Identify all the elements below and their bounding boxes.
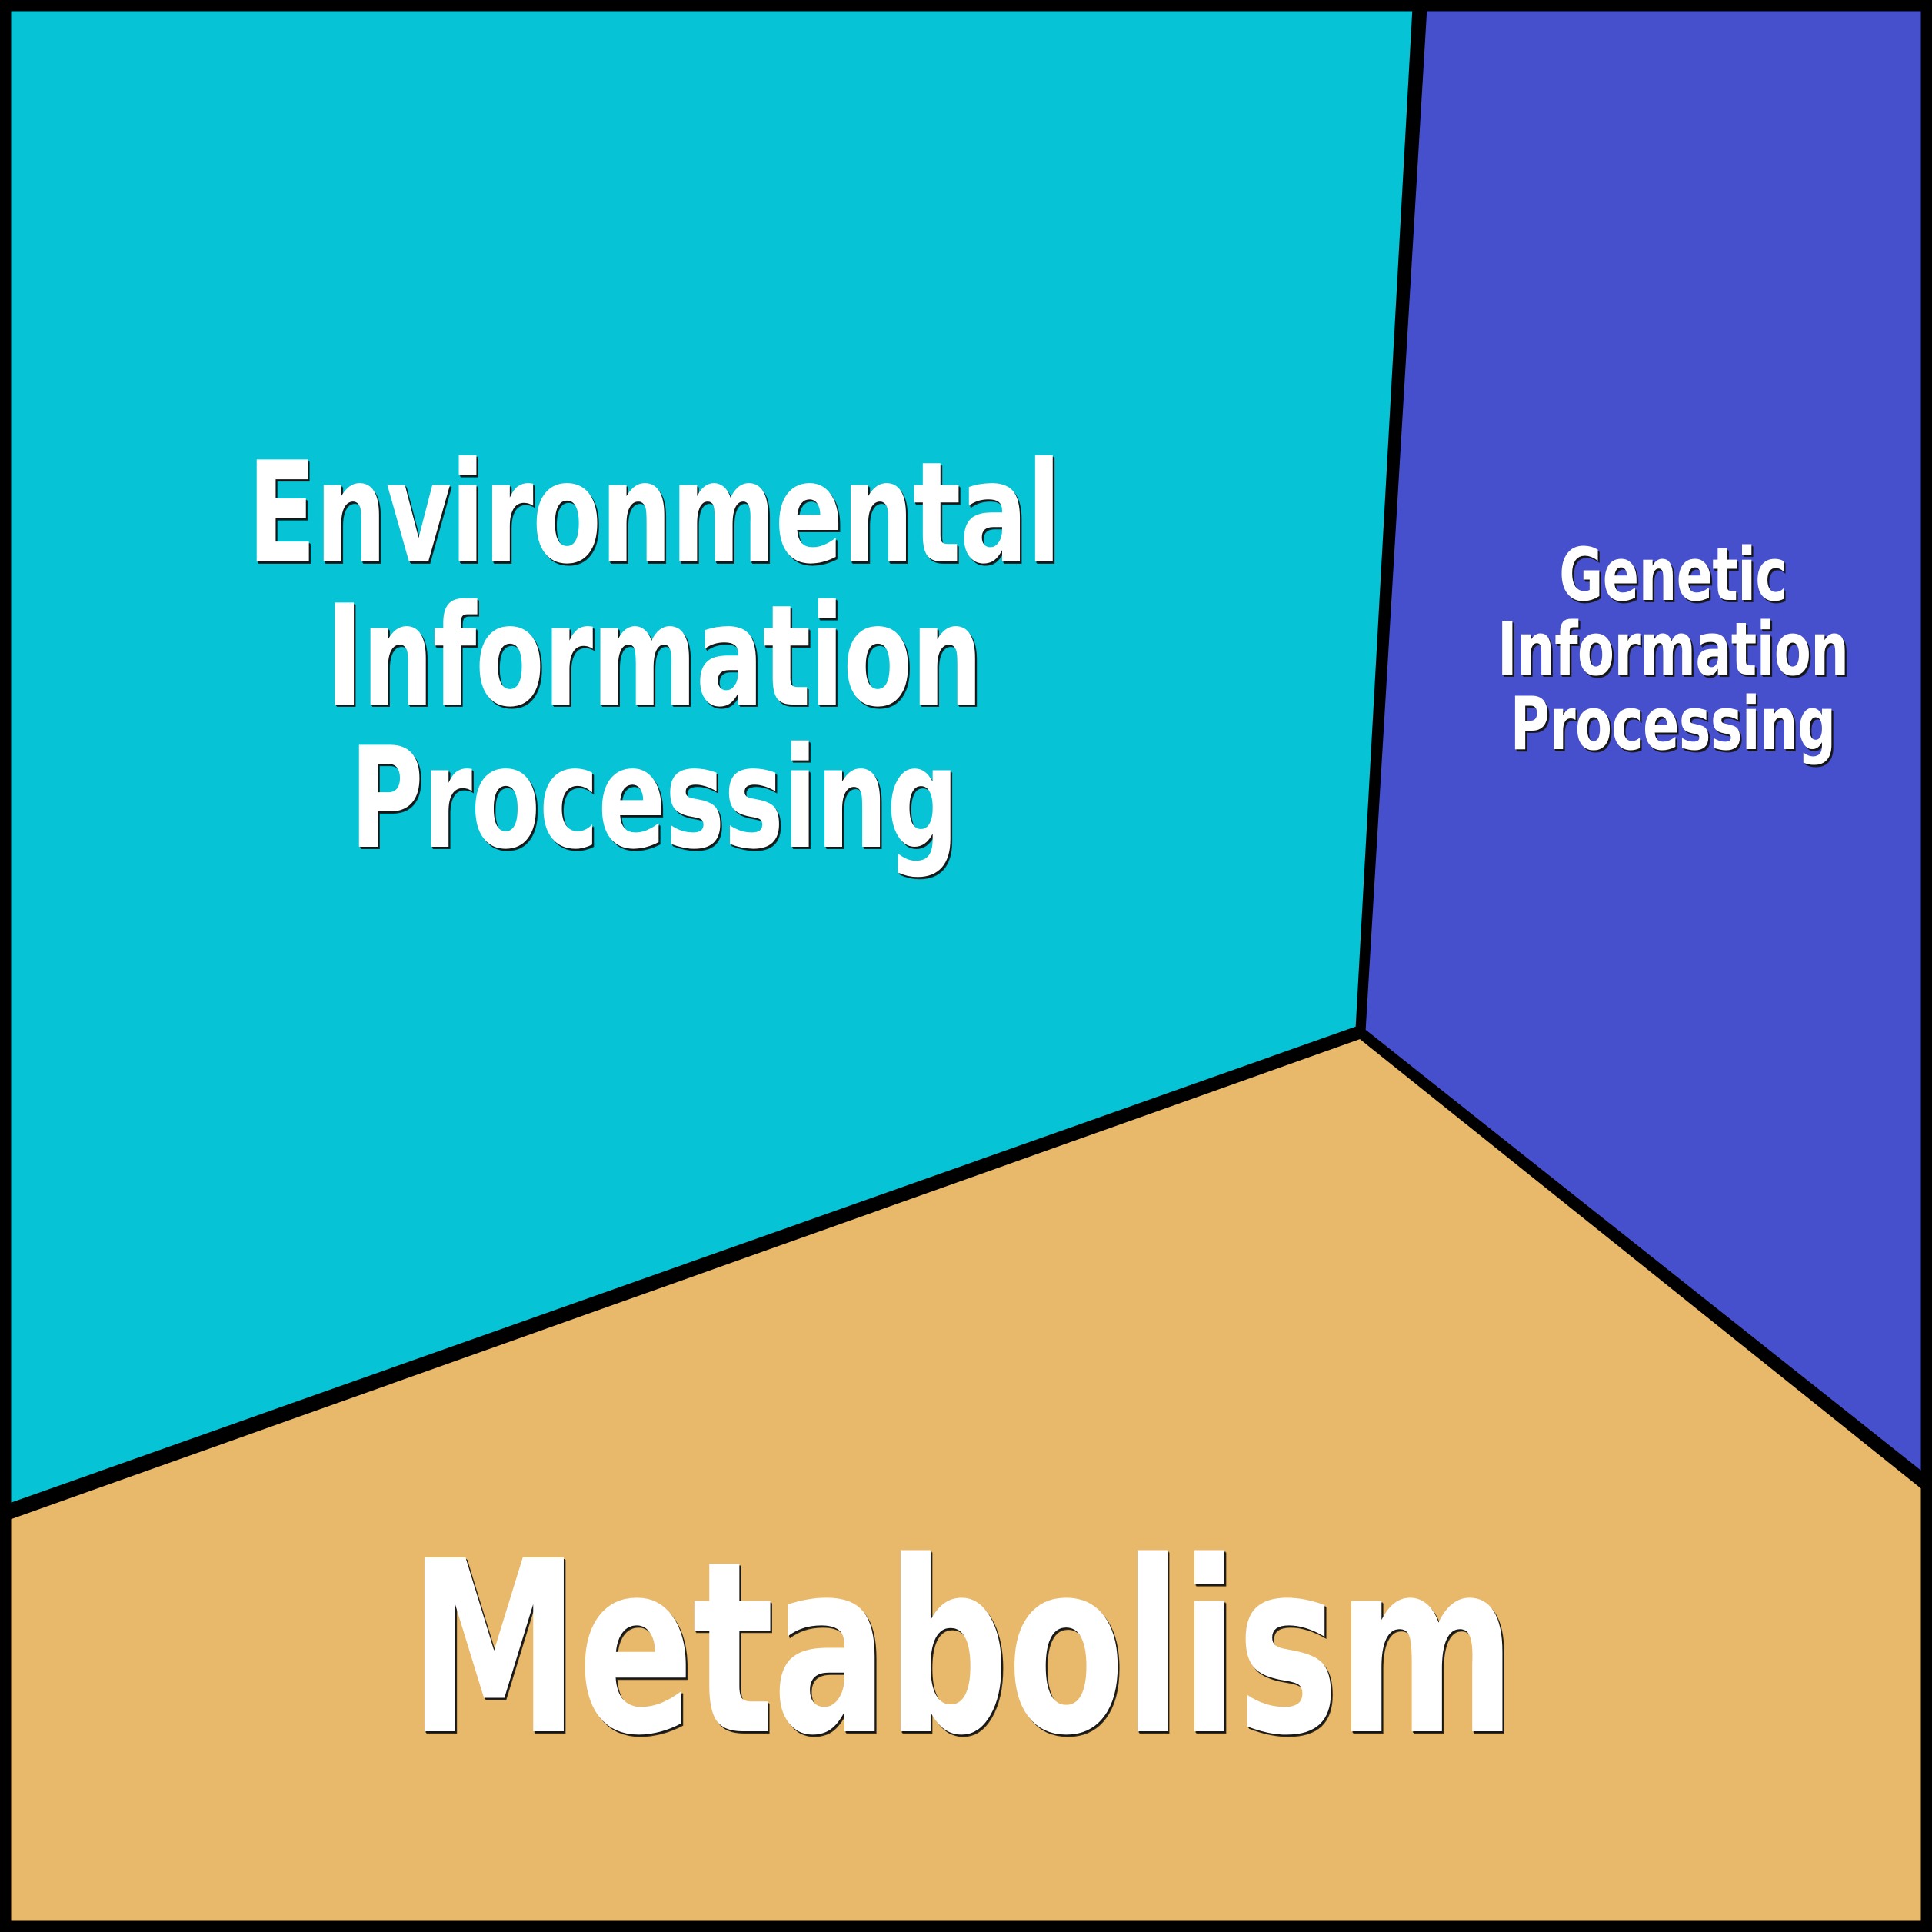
region-genetic-information-processing[interactable]: [1358, 4, 1928, 1485]
region-metabolism[interactable]: [4, 1031, 1928, 1928]
